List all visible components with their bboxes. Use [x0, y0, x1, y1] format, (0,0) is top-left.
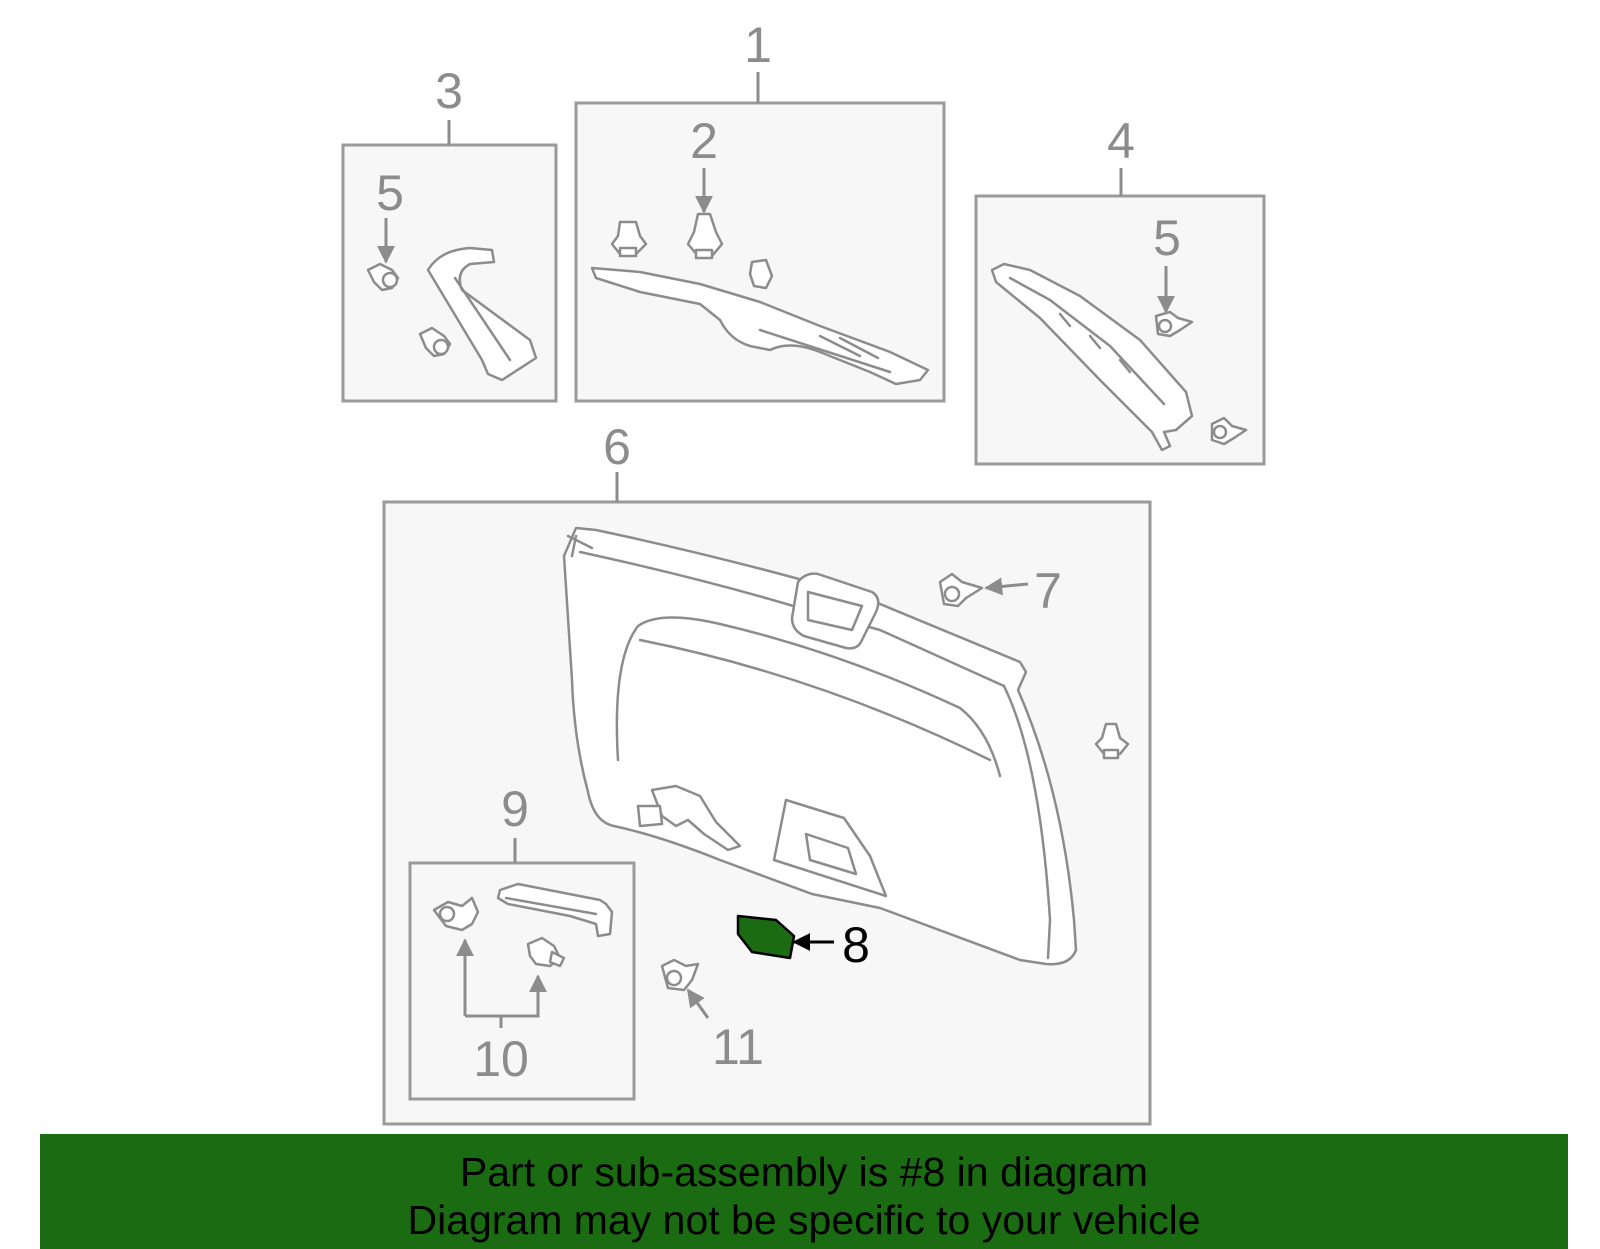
callout-5-right: 5 — [1153, 210, 1181, 266]
clip-box3-lower — [418, 326, 452, 358]
group-box-3: 3 5 — [341, 63, 558, 403]
clip-10-left — [432, 896, 480, 932]
banner-line-1: Part or sub-assembly is #8 in diagram — [459, 1149, 1149, 1195]
callout-9: 9 — [501, 781, 529, 837]
group-box-1: 1 2 — [574, 17, 946, 403]
callout-6: 6 — [603, 419, 631, 475]
pillar-trim-3 — [426, 246, 538, 382]
callout-3: 3 — [435, 63, 463, 119]
callout-10: 10 — [473, 1031, 529, 1087]
group-box-9: 9 10 — [408, 781, 636, 1101]
clip-5-left — [366, 262, 400, 292]
clip-box1-left — [610, 220, 648, 258]
notice-banner: Part or sub-assembly is #8 in diagram Di… — [40, 1134, 1568, 1249]
callout-5-left: 5 — [376, 165, 404, 221]
callout-1: 1 — [744, 17, 772, 73]
callout-4: 4 — [1107, 113, 1135, 169]
handle-9 — [496, 882, 614, 938]
callout-7: 7 — [1034, 563, 1062, 619]
callout-8: 8 — [842, 917, 870, 973]
clip-7 — [938, 572, 984, 608]
clip-2 — [686, 212, 724, 260]
callout-11: 11 — [712, 1019, 764, 1075]
clip-box1-right — [748, 258, 774, 290]
clip-5-right — [1154, 310, 1194, 338]
clip-box4-lower — [1210, 416, 1248, 446]
back-door-trim-panel — [562, 526, 1078, 966]
clip-panel-right — [1094, 722, 1130, 760]
group-box-4: 4 5 — [974, 113, 1266, 466]
group-box-6: 6 7 — [382, 419, 1152, 1126]
callout-2: 2 — [690, 113, 718, 169]
banner-line-2: Diagram may not be specific to your vehi… — [407, 1197, 1201, 1243]
clip-11 — [660, 958, 700, 992]
garnish-1 — [590, 266, 930, 386]
garnish-4 — [990, 262, 1194, 452]
clip-10-right — [526, 936, 566, 968]
part-8-cover — [736, 914, 796, 960]
